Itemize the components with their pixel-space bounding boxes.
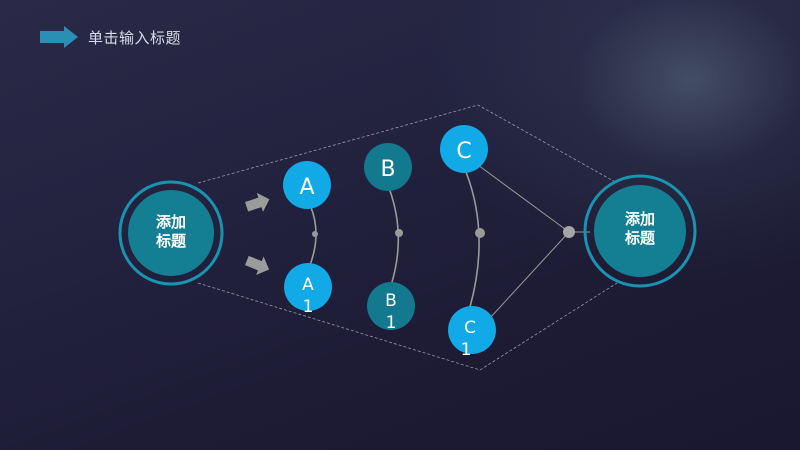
- arrow-right-icon: [40, 26, 78, 48]
- left-hub-label-2: 标题: [155, 232, 187, 250]
- junction-dot: [563, 226, 575, 238]
- link-c: [465, 171, 480, 308]
- page-title[interactable]: 单击输入标题: [88, 28, 182, 47]
- node-c1-label: C: [464, 318, 476, 338]
- node-c-circle: [440, 125, 488, 173]
- node-c1-sub: 1: [461, 340, 472, 360]
- node-b1-sub: 1: [386, 313, 397, 333]
- connector-c-top-junction: [477, 164, 570, 233]
- right-hub-ring: [583, 174, 697, 288]
- node-a1-label: A: [302, 275, 314, 295]
- node-a1-sub: 1: [303, 297, 314, 317]
- left-hub-label-1: 添加: [156, 213, 186, 231]
- node-b-circle: [364, 143, 412, 191]
- node-a1[interactable]: A 1: [284, 263, 332, 317]
- node-b1[interactable]: B 1: [367, 282, 415, 333]
- left-hub[interactable]: 添加 标题: [118, 180, 224, 286]
- node-b1-circle: [367, 282, 415, 330]
- right-hub-label-1: 添加: [625, 210, 655, 228]
- node-b1-label: B: [385, 291, 397, 311]
- outline-top-left: [197, 104, 618, 184]
- link-b-dot: [395, 229, 403, 237]
- node-a1-circle: [284, 263, 332, 311]
- link-a-dot: [312, 231, 318, 237]
- left-hub-ring: [118, 180, 224, 286]
- right-hub[interactable]: 添加 标题: [583, 174, 697, 288]
- node-c1[interactable]: C 1: [448, 306, 496, 360]
- link-c-dot: [475, 228, 485, 238]
- node-c[interactable]: C: [440, 125, 488, 173]
- slide-header: 单击输入标题: [40, 26, 181, 48]
- right-arrow-icon: [245, 192, 270, 212]
- outline-bottom: [197, 282, 618, 371]
- right-hub-label-2: 标题: [624, 229, 656, 247]
- node-b[interactable]: B: [364, 143, 412, 191]
- node-b-label: B: [380, 157, 395, 182]
- connector-c-bottom-junction: [489, 231, 570, 319]
- node-c1-circle: [448, 306, 496, 354]
- right-arrow-icon: [245, 255, 270, 276]
- node-a-circle: [283, 161, 331, 209]
- right-hub-core: [594, 185, 686, 277]
- node-a[interactable]: A: [283, 161, 331, 209]
- left-hub-core: [128, 190, 214, 276]
- node-a-label: A: [299, 175, 314, 200]
- node-c-label: C: [456, 139, 471, 164]
